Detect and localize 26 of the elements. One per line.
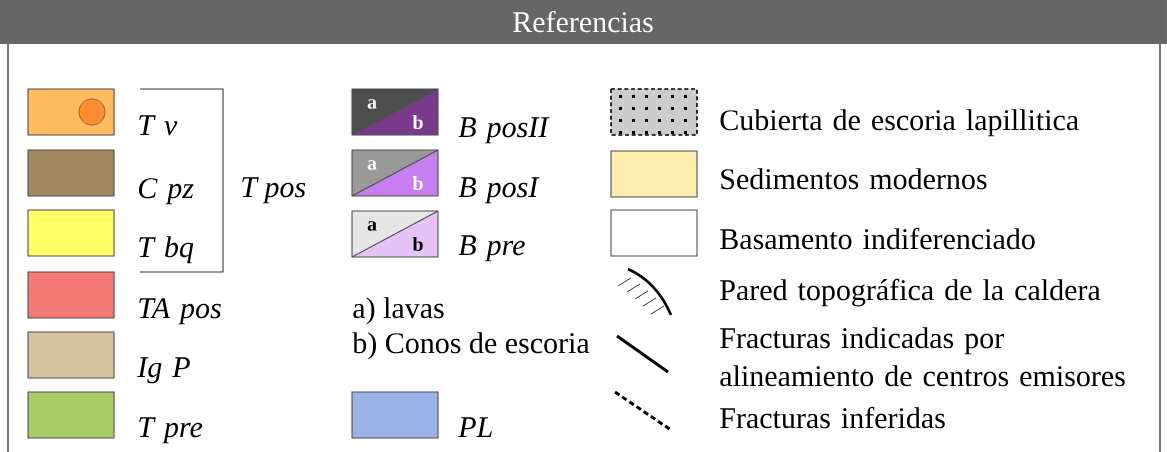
legend-label: Ig P (137, 357, 190, 384)
legend-label: T v (139, 115, 178, 136)
legend-label: Sedimentos modernos (721, 168, 987, 190)
swatch-letter: a (367, 99, 377, 109)
note-text: a) lavas (353, 297, 444, 325)
swatch-letter: b (412, 175, 423, 190)
swatch-letter: a (367, 160, 377, 170)
legend-label: Fracturas inferidas (720, 406, 945, 429)
swatch-letter: b (412, 114, 423, 129)
legend-label: T pre (139, 417, 203, 444)
title-bar: Referencias (0, 0, 1167, 44)
note-text: b) Conos de escoria (352, 332, 590, 360)
legend-label: B posII (458, 117, 550, 144)
legend-label: PL (458, 417, 492, 437)
legend-label: Cubierta de escoria lapillitica (720, 109, 1079, 137)
legend-label: TA pos (139, 298, 221, 325)
swatch-letter: b (412, 236, 423, 251)
swatch-letter: a (367, 221, 377, 231)
legend-label: Basamento indiferenciado (720, 227, 1035, 250)
note-text: T pos (242, 177, 306, 204)
legend-label: B pre (458, 235, 525, 262)
legend-label: T bq (139, 236, 194, 264)
legend-label: Fracturas indicadas por alineamiento de centros emisores (720, 327, 1125, 387)
legend-label: Pared topográfica de la caldera (720, 278, 1101, 307)
legend-label: C pz (138, 178, 194, 205)
legend-label: B posI (458, 177, 540, 204)
